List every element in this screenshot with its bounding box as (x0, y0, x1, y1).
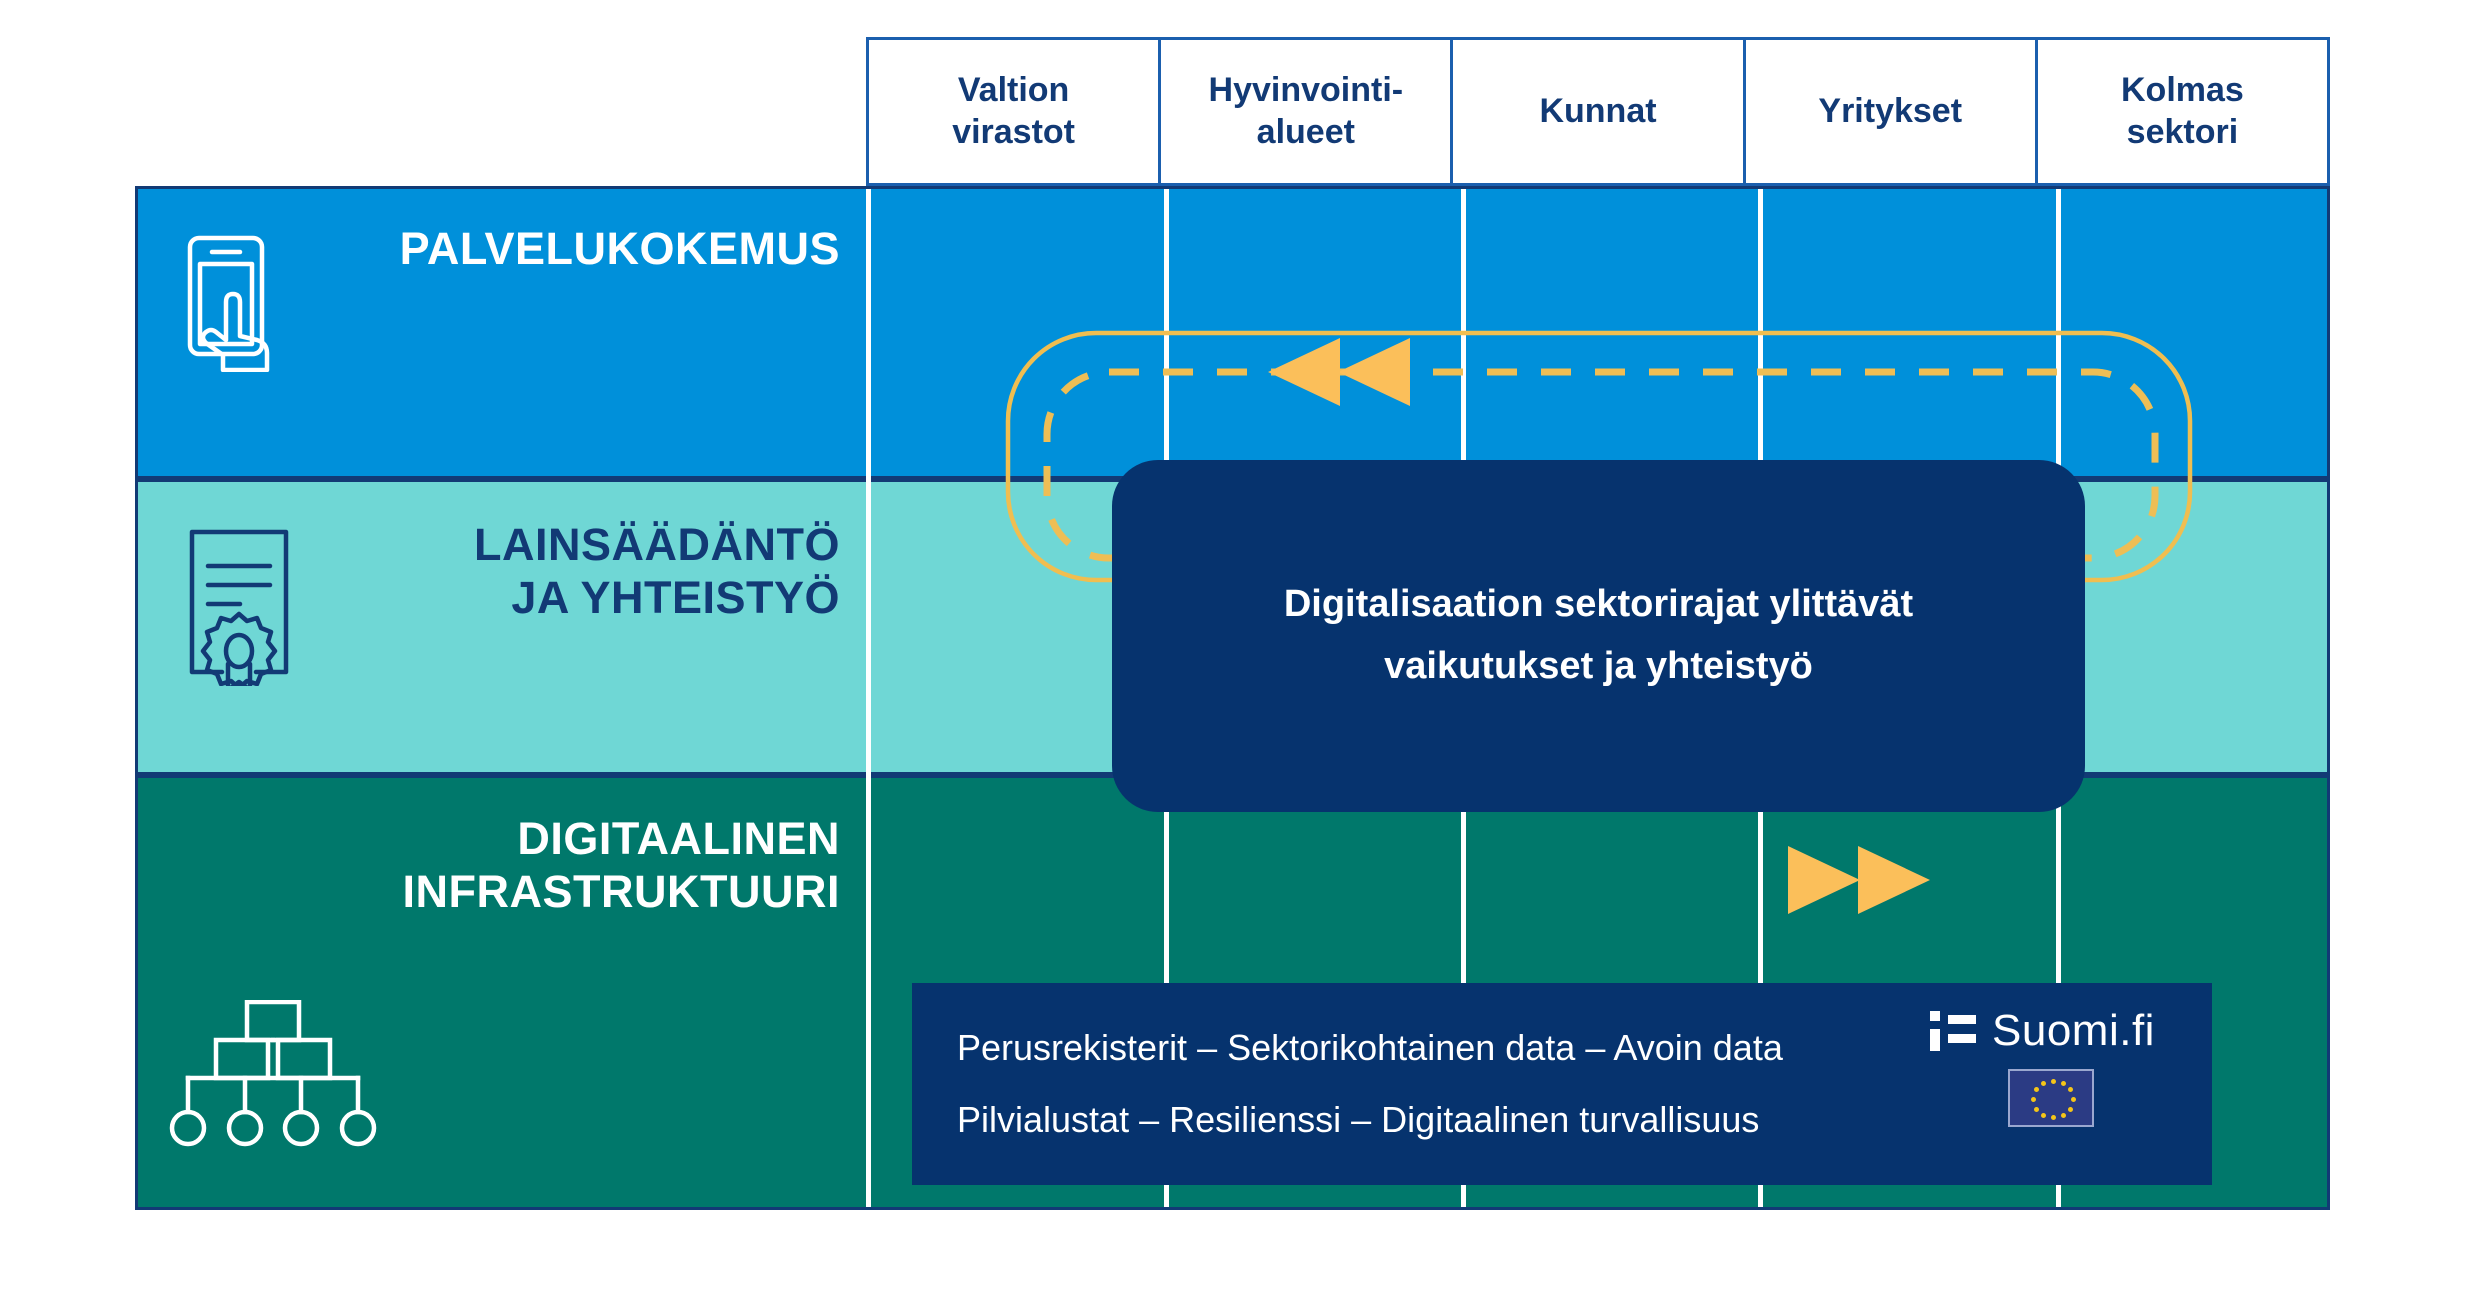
eu-flag-icon (2008, 1069, 2094, 1127)
infrastructure-line-1: Perusrekisterit – Sektorikohtainen data … (957, 1027, 1783, 1068)
column-header-yritykset: Yritykset (1746, 40, 2038, 183)
column-header-valtion-virastot: Valtion virastot (869, 40, 1162, 183)
column-header-kunnat: Kunnat (1453, 40, 1746, 183)
column-header-hyvinvointialueet: Hyvinvointi- alueet (1161, 40, 1454, 183)
suomifi-brand: Suomi.fi (1930, 1009, 2160, 1127)
center-callout-text: Digitalisaation sektorirajat ylittävät v… (1283, 583, 1914, 687)
network-hierarchy-icon (168, 999, 388, 1160)
infrastructure-line-2: Pilvialustat – Resilienssi – Digitaaline… (957, 1099, 1760, 1140)
column-divider-1 (866, 189, 871, 1207)
infrastructure-detail-lines: Perusrekisterit – Sektorikohtainen data … (957, 1012, 1783, 1156)
row-label-palvelukokemus: PALVELUKOKEMUS (399, 223, 840, 274)
row-label-digitaalinen-infrastruktuuri: DIGITAALINEN INFRASTRUKTUURI (402, 813, 840, 918)
suomifi-brand-name: Suomi.fi (1992, 1006, 2155, 1055)
center-callout-box: Digitalisaation sektorirajat ylittävät v… (1112, 460, 2085, 812)
suomifi-logo-icon (1930, 1011, 1976, 1051)
infrastructure-detail-bar: Perusrekisterit – Sektorikohtainen data … (912, 983, 2212, 1185)
row-label-lainsaadanto: LAINSÄÄDÄNTÖ JA YHTEISTYÖ (474, 519, 840, 624)
mobile-touch-icon (178, 232, 308, 373)
certificate-seal-icon (178, 526, 308, 693)
column-header-row: Valtion virastot Hyvinvointi- alueet Kun… (866, 37, 2330, 186)
column-header-kolmas-sektori: Kolmas sektori (2121, 71, 2244, 151)
suomifi-brand-row: Suomi.fi (1930, 1009, 2155, 1053)
